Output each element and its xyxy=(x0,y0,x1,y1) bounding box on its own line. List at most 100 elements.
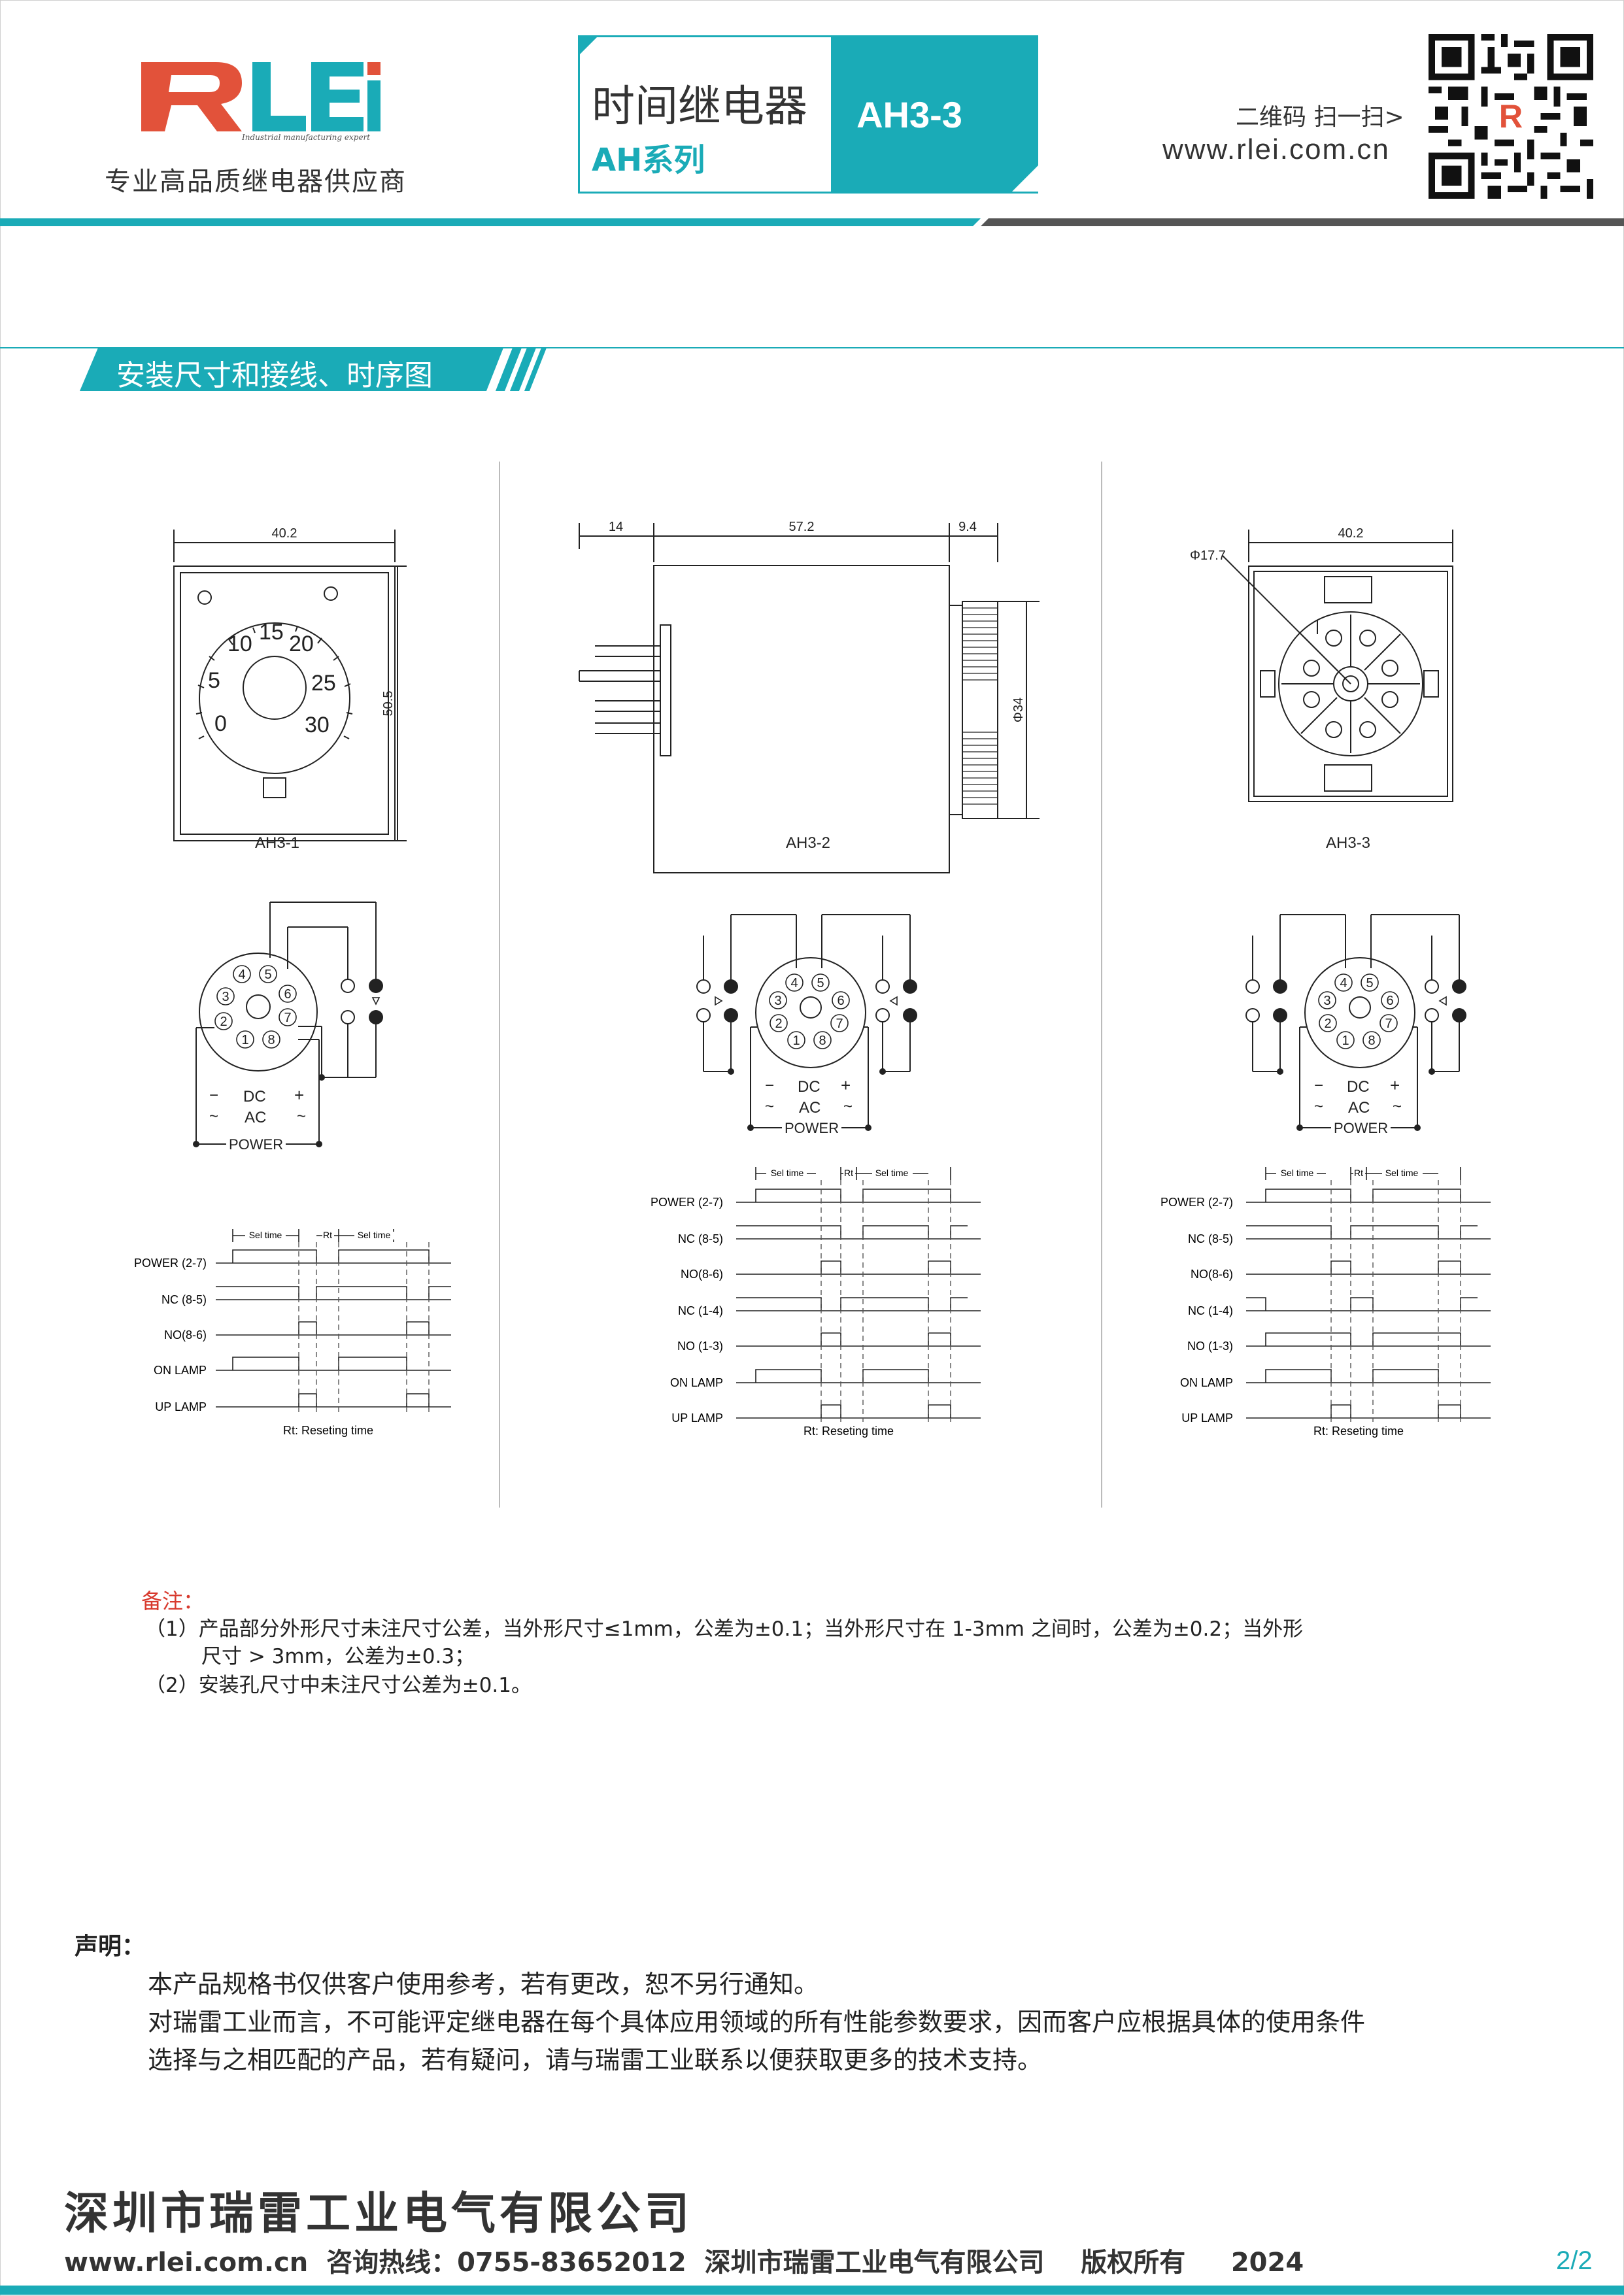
svg-text:7: 7 xyxy=(836,1017,843,1031)
timing-row-label: NC (1-4) xyxy=(1188,1304,1233,1317)
website-header[interactable]: www.rlei.com.cn xyxy=(1162,133,1390,165)
dial-number: 10 xyxy=(228,632,252,656)
product-category: 时间继电器 xyxy=(592,81,807,131)
dc-label: DC xyxy=(1347,1078,1370,1096)
timing-row-label: NO (1-3) xyxy=(677,1340,723,1353)
timing-row-label: NO(8-6) xyxy=(164,1328,207,1342)
section-title-bar xyxy=(0,347,1624,391)
svg-text:1: 1 xyxy=(792,1034,800,1048)
timing-row-label: NC (1-4) xyxy=(678,1304,723,1317)
company-slogan: 专业高品质继电器供应商 xyxy=(105,167,407,197)
qr-code-icon: R xyxy=(1429,34,1593,199)
dial-number: 5 xyxy=(208,668,220,693)
dc-label: DC xyxy=(798,1078,820,1096)
ah3-2-side-view: 14 57.2 9.4 Φ34 xyxy=(579,520,1040,873)
model-block: AH3-3 xyxy=(831,37,1038,192)
section-title: 安装尺寸和接线、时序图 xyxy=(116,359,433,392)
timing-row-label: UP LAMP xyxy=(671,1411,723,1425)
timing-row-label: UP LAMP xyxy=(1181,1411,1233,1425)
ac-tilde-right: ~ xyxy=(297,1107,307,1125)
notes-item-1a: （1）产品部分外形尺寸未注尺寸公差，当外形尺寸≤1mm，公差为±0.1；当外形尺… xyxy=(145,1617,1304,1641)
timing-ah3-1: Sel time Rt Sel time POWER (2-7) NC (8-5… xyxy=(118,1223,471,1445)
polarity-minus: − xyxy=(209,1087,219,1104)
power-label: POWER xyxy=(226,1136,286,1153)
timing-waveforms: Sel time Rt Sel time POWER (2-7) NC (8-5… xyxy=(1160,1167,1491,1438)
qr-hint: 二维码 扫一扫> xyxy=(1236,104,1404,131)
header-stripe xyxy=(0,218,1624,226)
model-number: AH3-3 xyxy=(856,94,962,135)
footer-contact-line: www.rlei.com.cn 咨询热线：0755-83652012 深圳市瑞雷… xyxy=(64,2248,1304,2278)
dim-d2: 57.2 xyxy=(789,520,815,534)
svg-text:3: 3 xyxy=(774,994,781,1008)
timing-ah3-3: Sel time Rt Sel time POWER (2-7) NC (8-5… xyxy=(1138,1160,1504,1448)
timing-row-label: ON LAMP xyxy=(670,1376,723,1389)
ac-tilde-left: ~ xyxy=(765,1098,775,1115)
timing-row-label: NO(8-6) xyxy=(1191,1268,1233,1281)
pin-3: 3 xyxy=(222,990,229,1004)
pin-8: 8 xyxy=(267,1033,275,1047)
power-label: POWER xyxy=(782,1120,842,1137)
sel-time-label: Sel time xyxy=(1385,1168,1419,1178)
pin-2: 2 xyxy=(220,1015,227,1029)
svg-text:4: 4 xyxy=(790,976,798,990)
rlei-logo-mark xyxy=(141,62,381,131)
svg-text:6: 6 xyxy=(1386,994,1393,1008)
svg-text:5: 5 xyxy=(1366,976,1373,990)
svg-text:6: 6 xyxy=(837,994,844,1008)
footer-company: 深圳市瑞雷工业电气有限公司 xyxy=(64,2188,694,2240)
polarity-plus: + xyxy=(294,1085,305,1105)
logo-tagline: Industrial manufacturing expert xyxy=(242,133,371,142)
power-label: POWER xyxy=(1331,1120,1391,1137)
timing-row-label: NO(8-6) xyxy=(681,1268,723,1281)
polarity-plus: + xyxy=(841,1075,851,1095)
ac-label: AC xyxy=(245,1109,267,1126)
ac-tilde-left: ~ xyxy=(1314,1098,1324,1115)
sel-time-label: Sel time xyxy=(358,1230,391,1240)
timing-row-label: POWER (2-7) xyxy=(1160,1196,1233,1209)
sel-time-label: Sel time xyxy=(1281,1168,1314,1178)
svg-text:3: 3 xyxy=(1323,994,1330,1008)
timing-note: Rt: Reseting time xyxy=(283,1424,373,1437)
timing-waveforms: Sel time Rt Sel time POWER (2-7) NC (8-5… xyxy=(134,1229,451,1437)
company-logo: Industrial manufacturing expert xyxy=(137,56,381,150)
polarity-plus: + xyxy=(1390,1075,1400,1095)
dc-label: DC xyxy=(243,1088,266,1106)
ac-label: AC xyxy=(799,1099,821,1117)
dim-width: 40.2 xyxy=(1338,526,1364,541)
statement-line-3: 选择与之相匹配的产品，若有疑问，请与瑞雷工业联系以便获取更多的技术支持。 xyxy=(148,2046,1043,2074)
pin-4: 4 xyxy=(238,968,245,982)
dial-number: 30 xyxy=(305,713,330,737)
dim-d1: 14 xyxy=(609,520,623,534)
timing-row-label: UP LAMP xyxy=(155,1400,207,1413)
svg-text:5: 5 xyxy=(817,976,824,990)
statement-line-1: 本产品规格书仅供客户使用参考，若有更改，恕不另行通知。 xyxy=(148,1970,819,1999)
svg-text:8: 8 xyxy=(1368,1034,1375,1048)
rt-label: Rt xyxy=(844,1168,853,1178)
column-divider xyxy=(499,462,500,1508)
sel-time-label: Sel time xyxy=(249,1230,282,1240)
timing-row-label: NO (1-3) xyxy=(1187,1340,1233,1353)
dim-dia: Φ34 xyxy=(1011,698,1026,722)
ah3-3-label: AH3-3 xyxy=(1326,834,1371,852)
timing-row-label: ON LAMP xyxy=(1180,1376,1233,1389)
polarity-minus: − xyxy=(1314,1077,1324,1094)
pin-5: 5 xyxy=(264,968,271,982)
statement-line-2: 对瑞雷工业而言，不可能评定继电器在每个具体应用领域的所有性能参数要求，因而客户应… xyxy=(148,2008,1366,2036)
dim-height: 50.5 xyxy=(381,691,396,717)
timing-row-label: POWER (2-7) xyxy=(651,1196,723,1209)
svg-text:7: 7 xyxy=(1385,1017,1392,1031)
dial-number: 15 xyxy=(259,620,284,645)
product-series: AH系列 xyxy=(592,142,705,178)
notes-item-1b: 尺寸 > 3mm，公差为±0.3； xyxy=(201,1645,475,1668)
pin-1: 1 xyxy=(241,1033,248,1047)
ac-tilde-right: ~ xyxy=(843,1098,853,1115)
notes-title: 备注： xyxy=(141,1589,205,1613)
corner-decor xyxy=(1012,165,1038,192)
ah3-2-label: AH3-2 xyxy=(786,834,831,852)
timing-row-label: POWER (2-7) xyxy=(134,1257,207,1270)
timing-row-label: ON LAMP xyxy=(154,1364,207,1377)
